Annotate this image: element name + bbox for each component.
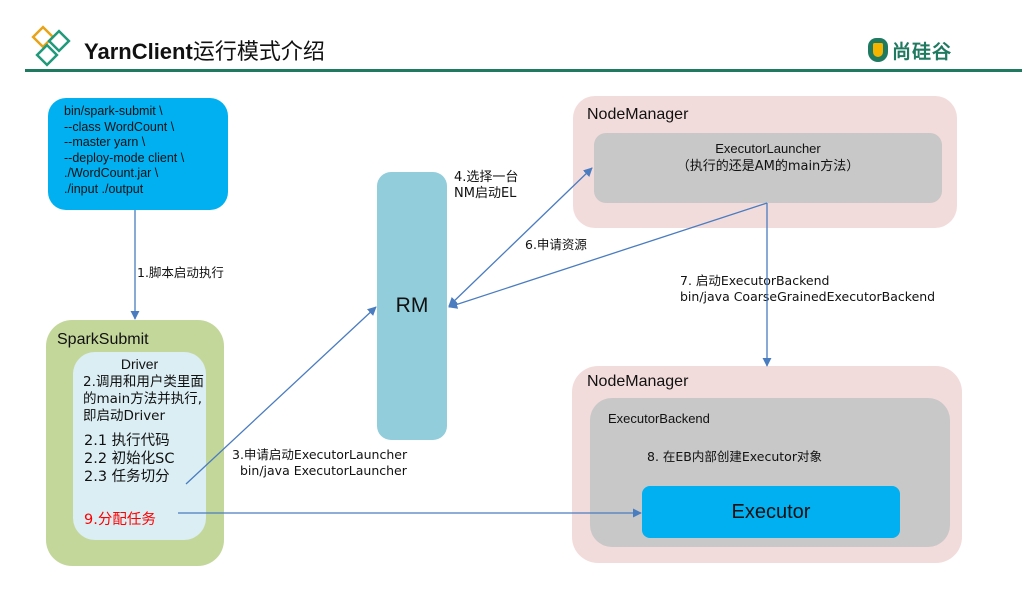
command-line: bin/spark-submit \ [64, 104, 163, 118]
logo-diamonds-icon [31, 25, 71, 67]
page-title: YarnClient运行模式介绍 [84, 34, 325, 66]
command-line: ./input ./output [64, 181, 144, 196]
driver-step-assign-tasks: 9.分配任务 [84, 512, 156, 528]
brand-name: 尚硅谷 [892, 40, 953, 63]
arrow-label-step4-line2: NM启动EL [454, 186, 517, 201]
title-en: YarnClient [84, 39, 193, 64]
rm-label: RM [395, 294, 429, 317]
arrow-label-step7: 7. 启动ExecutorBackend bin/java CoarseGrai… [680, 273, 935, 305]
arrow-label-step7-line2: bin/java CoarseGrainedExecutorBackend [680, 289, 936, 304]
brand-u-icon [868, 38, 888, 62]
command-line: --deploy-mode client \ [64, 150, 185, 165]
executor-label: Executor [731, 500, 811, 523]
node-manager-top-label: NodeManager [587, 106, 689, 123]
driver-box [73, 352, 206, 540]
executor-launcher-box [594, 133, 942, 203]
command-line: ./WordCount.jar \ [64, 166, 159, 180]
command-line: --master yarn \ [64, 135, 146, 149]
driver-description: 2.调用和用户类里面的main方法并执行,即启动Driver [83, 374, 204, 424]
arrow-label-step7-line1: 7. 启动ExecutorBackend [680, 273, 830, 288]
driver-step: 2.1 执行代码 [84, 433, 170, 449]
driver-steps: 2.1 执行代码 2.2 初始化SC 2.3 任务切分 [84, 432, 175, 486]
executor-backend-label: ExecutorBackend [608, 411, 710, 426]
executor-backend-step8: 8. 在EB内部创建Executor对象 [647, 449, 822, 464]
executor-box: Executor [642, 486, 900, 538]
header-divider [25, 69, 1022, 72]
executor-launcher-title: ExecutorLauncher [715, 141, 821, 156]
arrow-label-step6: 6.申请资源 [525, 237, 587, 252]
driver-step: 2.3 任务切分 [84, 469, 170, 485]
executor-launcher-subtitle: （执行的还是AM的main方法） [676, 159, 860, 174]
spark-submit-command-box: bin/spark-submit \ --class WordCount \ -… [48, 98, 228, 210]
driver-title: Driver [120, 356, 159, 372]
driver-step: 2.2 初始化SC [84, 451, 175, 467]
arrow-label-step3-line1: 3.申请启动ExecutorLauncher [232, 447, 408, 462]
brand-logo: 尚硅谷 [868, 36, 952, 64]
resource-manager-node: RM [377, 172, 447, 440]
arrow-label-step4: 4.选择一台 NM启动EL [454, 170, 518, 202]
spark-submit-label: SparkSubmit [57, 331, 149, 348]
arrow-label-step3: 3.申请启动ExecutorLauncher bin/java Executor… [232, 447, 407, 479]
executor-launcher-text: ExecutorLauncher （执行的还是AM的main方法） [594, 140, 942, 176]
command-line: --class WordCount \ [64, 119, 175, 134]
arrow-label-step1: 1.脚本启动执行 [137, 265, 224, 280]
title-zh: 运行模式介绍 [192, 40, 325, 65]
node-manager-bottom-label: NodeManager [587, 373, 689, 390]
arrow-label-step4-line1: 4.选择一台 [454, 170, 519, 185]
arrow-label-step3-line2: bin/java ExecutorLauncher [240, 463, 407, 478]
